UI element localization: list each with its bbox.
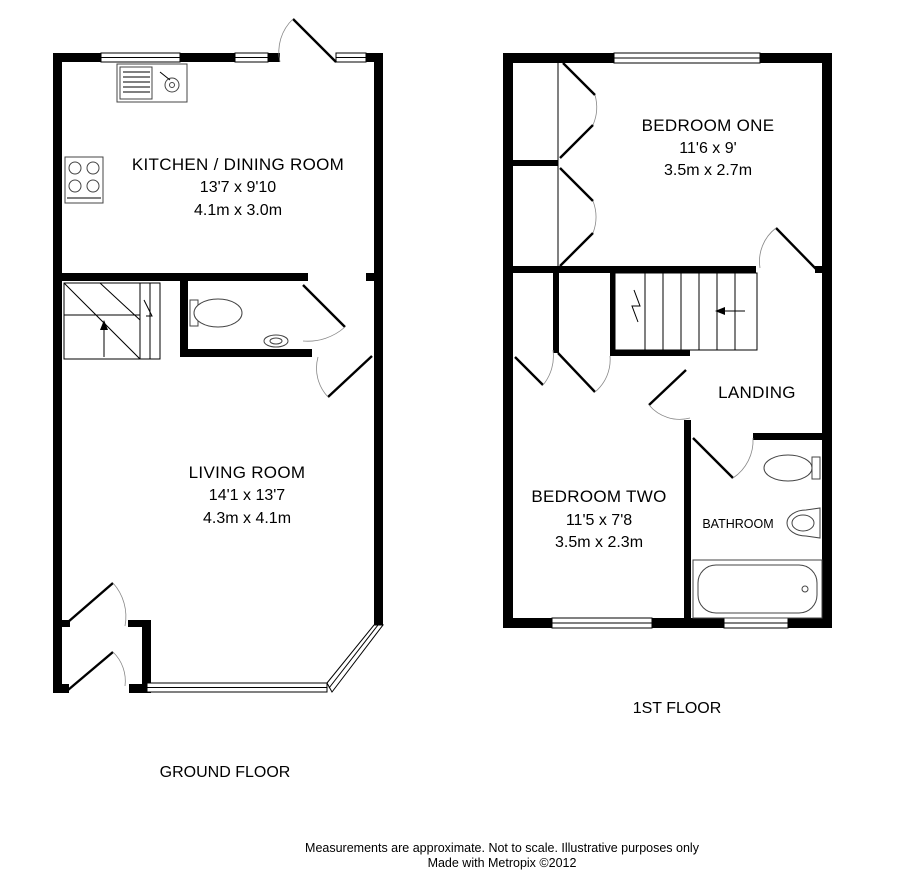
bedroom-two-name: BEDROOM TWO: [531, 487, 666, 506]
bedroom-one-imperial: 11'6 x 9': [679, 140, 736, 157]
gf-internal-wall-right: [366, 273, 374, 281]
gf-wc-door: [302, 284, 346, 328]
gf-wc-left-wall: [180, 273, 188, 357]
kitchen-name: KITCHEN / DINING ROOM: [132, 155, 344, 174]
bathroom-name: BATHROOM: [702, 517, 773, 531]
ff-landing-door: [648, 369, 687, 406]
ground-floor-label: GROUND FLOOR: [160, 764, 291, 781]
ff-stair-wall-left: [610, 273, 615, 356]
first-floor-plan: BEDROOM ONE 11'6 x 9' 3.5m x 2.7m LANDIN…: [503, 52, 832, 717]
ff-wall-right: [822, 53, 832, 628]
gf-porch-top: [128, 620, 151, 627]
gf-wall-right: [374, 53, 383, 625]
gf-porch-wall: [142, 620, 151, 693]
ff-bedroom-two-door-b: [557, 352, 596, 393]
ff-wall-bottom-b: [652, 618, 724, 628]
gf-kitchen-hob: [64, 156, 104, 204]
gf-wall-left: [53, 53, 62, 693]
ff-bedroom-one-door: [775, 227, 818, 271]
bedroom-two-imperial: 11'5 x 7'8: [566, 512, 632, 529]
gf-front-door-upper: [67, 582, 114, 623]
gf-wc-fixtures: [189, 298, 289, 348]
living-name: LIVING ROOM: [189, 463, 306, 482]
ff-bedroom-one-bottom-wall: [513, 266, 756, 273]
gf-wall-bottom-left: [53, 684, 69, 693]
ff-bathroom-top-wall: [753, 433, 822, 440]
ff-bathroom-door: [692, 437, 734, 479]
gf-front-door-lower: [67, 651, 114, 691]
living-metric: 4.3m x 4.1m: [203, 510, 291, 527]
ff-wall-left: [503, 53, 513, 628]
gf-wc-bottom-wall: [180, 349, 312, 357]
living-imperial: 14'1 x 13'7: [209, 487, 285, 504]
gf-wall-bottom-stub: [129, 684, 147, 693]
footer-credit: Made with Metropix ©2012: [428, 856, 577, 870]
ground-floor-plan: KITCHEN / DINING ROOM 13'7 x 9'10 4.1m x…: [53, 18, 385, 781]
gf-living-bay-side: [326, 624, 385, 693]
bedroom-one-name: BEDROOM ONE: [642, 116, 775, 135]
gf-back-door: [292, 18, 337, 63]
ff-bedroom-one-bottom-stub: [815, 266, 822, 273]
bedroom-two-metric: 3.5m x 2.3m: [555, 534, 643, 551]
first-floor-label: 1ST FLOOR: [633, 700, 722, 717]
ff-stair-wall-bottom: [610, 350, 690, 356]
gf-kitchen-sink: [116, 63, 188, 103]
ff-wall-bottom-c: [788, 618, 832, 628]
footer-disclaimer: Measurements are approximate. Not to sca…: [305, 841, 700, 855]
ff-wall-bottom-a: [503, 618, 552, 628]
gf-wall-top-mid: [180, 53, 235, 62]
kitchen-metric: 4.1m x 3.0m: [194, 202, 282, 219]
ff-wall-top-right: [760, 53, 832, 63]
ff-wall-top-left: [503, 53, 614, 63]
kitchen-imperial: 13'7 x 9'10: [200, 179, 276, 196]
gf-porch-stub: [62, 620, 70, 627]
ff-bedroom-two-right-wall: [684, 420, 691, 618]
gf-wall-top-mid2: [268, 53, 280, 62]
ff-bedroom-two-door-a: [514, 356, 544, 386]
ff-wardrobe-divider: [513, 160, 558, 166]
landing-name: LANDING: [718, 383, 796, 402]
ff-bathroom-fixtures: [692, 454, 823, 619]
gf-staircase: [63, 282, 161, 360]
gf-living-door: [327, 355, 373, 398]
gf-wall-top-left: [53, 53, 101, 62]
ff-staircase: [614, 272, 758, 351]
ff-bedroom-two-top-stub: [553, 273, 559, 353]
bedroom-one-metric: 3.5m x 2.7m: [664, 162, 752, 179]
